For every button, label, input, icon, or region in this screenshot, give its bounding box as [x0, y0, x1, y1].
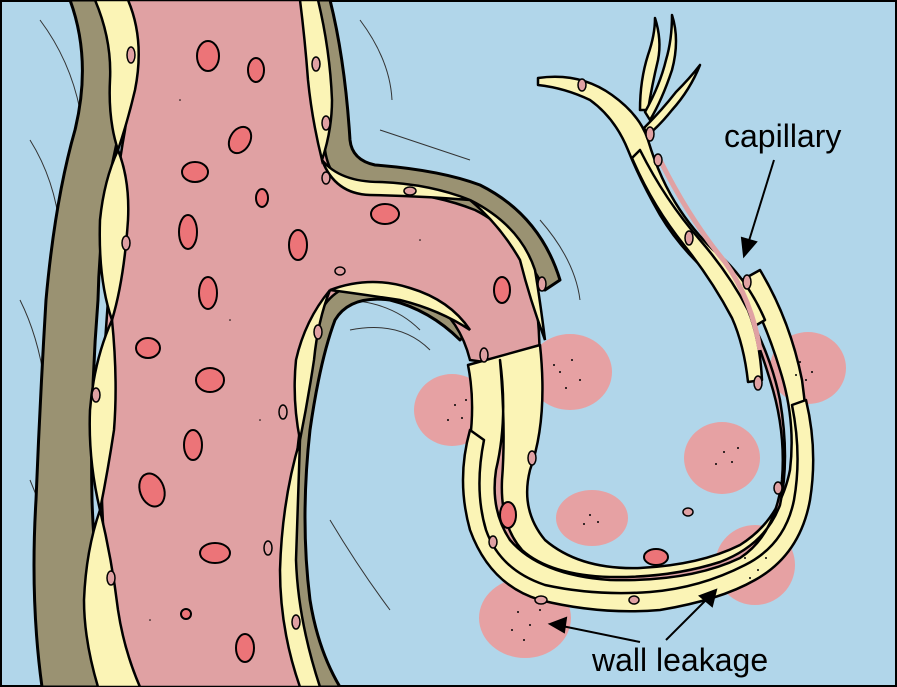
leak-blob — [684, 422, 760, 494]
wall-leakage-label: wall leakage — [592, 642, 768, 679]
blood-cell — [256, 189, 268, 207]
blood-cell — [494, 277, 510, 303]
blood-cell — [199, 277, 217, 309]
blood-cell — [200, 543, 230, 563]
blood-cell — [181, 609, 191, 619]
blood-cell — [196, 368, 224, 392]
blood-cell — [248, 58, 264, 82]
leak-blob — [556, 490, 628, 546]
blood-cell — [182, 162, 208, 182]
blood-cell — [644, 549, 668, 565]
blood-cell — [500, 502, 516, 528]
blood-cell — [136, 338, 160, 358]
blood-cell — [197, 41, 219, 71]
blood-cell — [236, 634, 254, 662]
blood-cell — [289, 230, 307, 260]
blood-cell — [179, 215, 197, 249]
blood-cell — [371, 204, 399, 224]
blood-cell — [184, 430, 202, 460]
capillary-label: capillary — [724, 118, 841, 155]
